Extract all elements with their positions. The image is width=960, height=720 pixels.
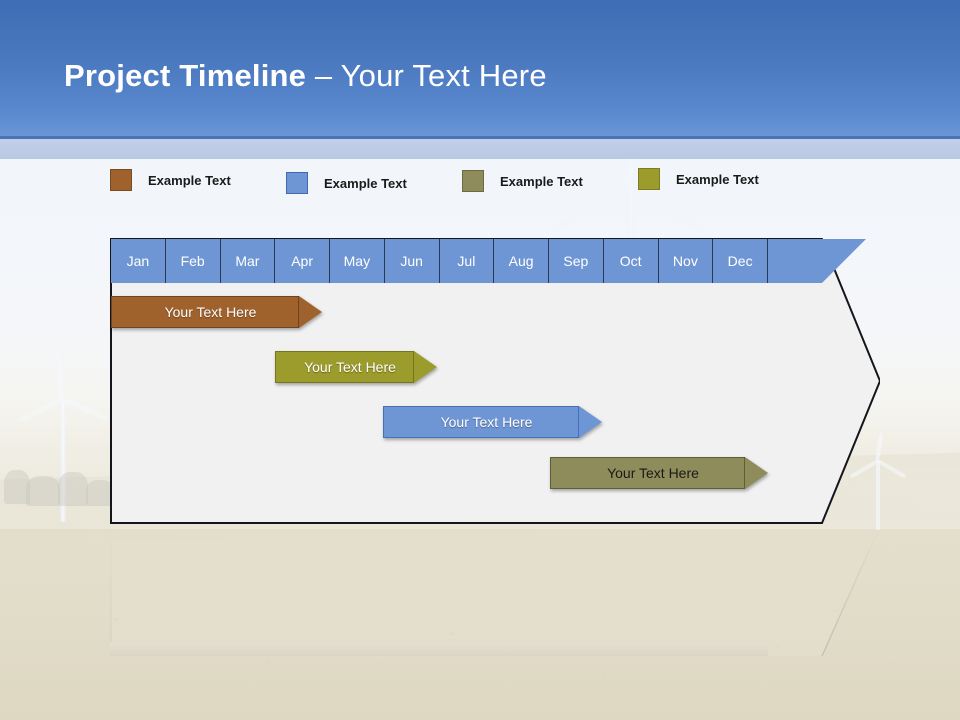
legend-item-label: Example Text: [324, 175, 407, 191]
legend: Example Text Example Text Example Text E…: [110, 168, 830, 196]
month-header-jan[interactable]: Jan: [111, 239, 166, 283]
legend-swatch-icon: [286, 172, 308, 194]
task-bar-3[interactable]: Your Text Here: [383, 406, 602, 438]
task-bar-1[interactable]: Your Text Here: [111, 296, 322, 328]
legend-item-1[interactable]: Example Text: [110, 168, 231, 192]
month-header-dec[interactable]: Dec: [713, 239, 768, 283]
month-header-oct[interactable]: Oct: [603, 239, 659, 283]
task-bar-label: Your Text Here: [607, 465, 699, 481]
legend-swatch-icon: [638, 168, 660, 190]
legend-swatch-icon: [462, 170, 484, 192]
task-bar-label: Your Text Here: [304, 359, 396, 375]
task-bar-2[interactable]: Your Text Here: [275, 351, 437, 383]
month-label: Jun: [400, 253, 423, 269]
legend-item-label: Example Text: [500, 173, 583, 189]
month-label: May: [343, 253, 371, 269]
task-bar-4[interactable]: Your Text Here: [550, 457, 768, 489]
timeline-header-tail-tip: [822, 239, 866, 283]
month-label: Oct: [619, 253, 642, 269]
month-header-may[interactable]: May: [330, 239, 385, 283]
month-label: Mar: [235, 253, 260, 269]
month-header-apr[interactable]: Apr: [275, 239, 330, 283]
month-header-aug[interactable]: Aug: [494, 239, 549, 283]
page-title-separator: –: [306, 58, 341, 93]
legend-item-3[interactable]: Example Text: [462, 169, 583, 193]
month-header-nov[interactable]: Nov: [658, 239, 714, 283]
timeline-chart: Jan Feb Mar Apr May Jun Jul Aug Sep Oct …: [110, 238, 880, 524]
timeline-header-row: Jan Feb Mar Apr May Jun Jul Aug Sep Oct …: [111, 239, 768, 283]
month-label: Feb: [180, 253, 205, 269]
month-label: Aug: [508, 253, 534, 269]
page-title: Project Timeline – Your Text Here: [64, 57, 547, 95]
page-title-light: Your Text Here: [340, 58, 547, 93]
title-banner-edge: [0, 136, 960, 139]
legend-swatch-icon: [110, 169, 132, 191]
legend-item-label: Example Text: [148, 172, 231, 188]
month-header-jun[interactable]: Jun: [384, 239, 440, 283]
task-bar-label: Your Text Here: [440, 414, 533, 430]
month-label: Jan: [126, 253, 150, 269]
month-label: Sep: [563, 253, 589, 269]
legend-item-label: Example Text: [676, 171, 759, 187]
month-label: Jul: [457, 253, 476, 269]
month-label: Dec: [727, 253, 753, 269]
title-banner: [0, 0, 960, 138]
month-label: Nov: [672, 253, 698, 269]
month-header-mar[interactable]: Mar: [220, 239, 276, 283]
timeline-header-tail: [768, 239, 822, 283]
month-header-sep[interactable]: Sep: [549, 239, 604, 283]
legend-item-2[interactable]: Example Text: [286, 171, 407, 195]
title-sub-banner: [0, 139, 960, 159]
month-header-jul[interactable]: Jul: [439, 239, 495, 283]
month-label: Apr: [291, 253, 314, 269]
legend-item-4[interactable]: Example Text: [638, 167, 759, 191]
month-header-feb[interactable]: Feb: [165, 239, 221, 283]
page-title-bold: Project Timeline: [64, 58, 307, 93]
task-bar-label: Your Text Here: [164, 304, 257, 320]
